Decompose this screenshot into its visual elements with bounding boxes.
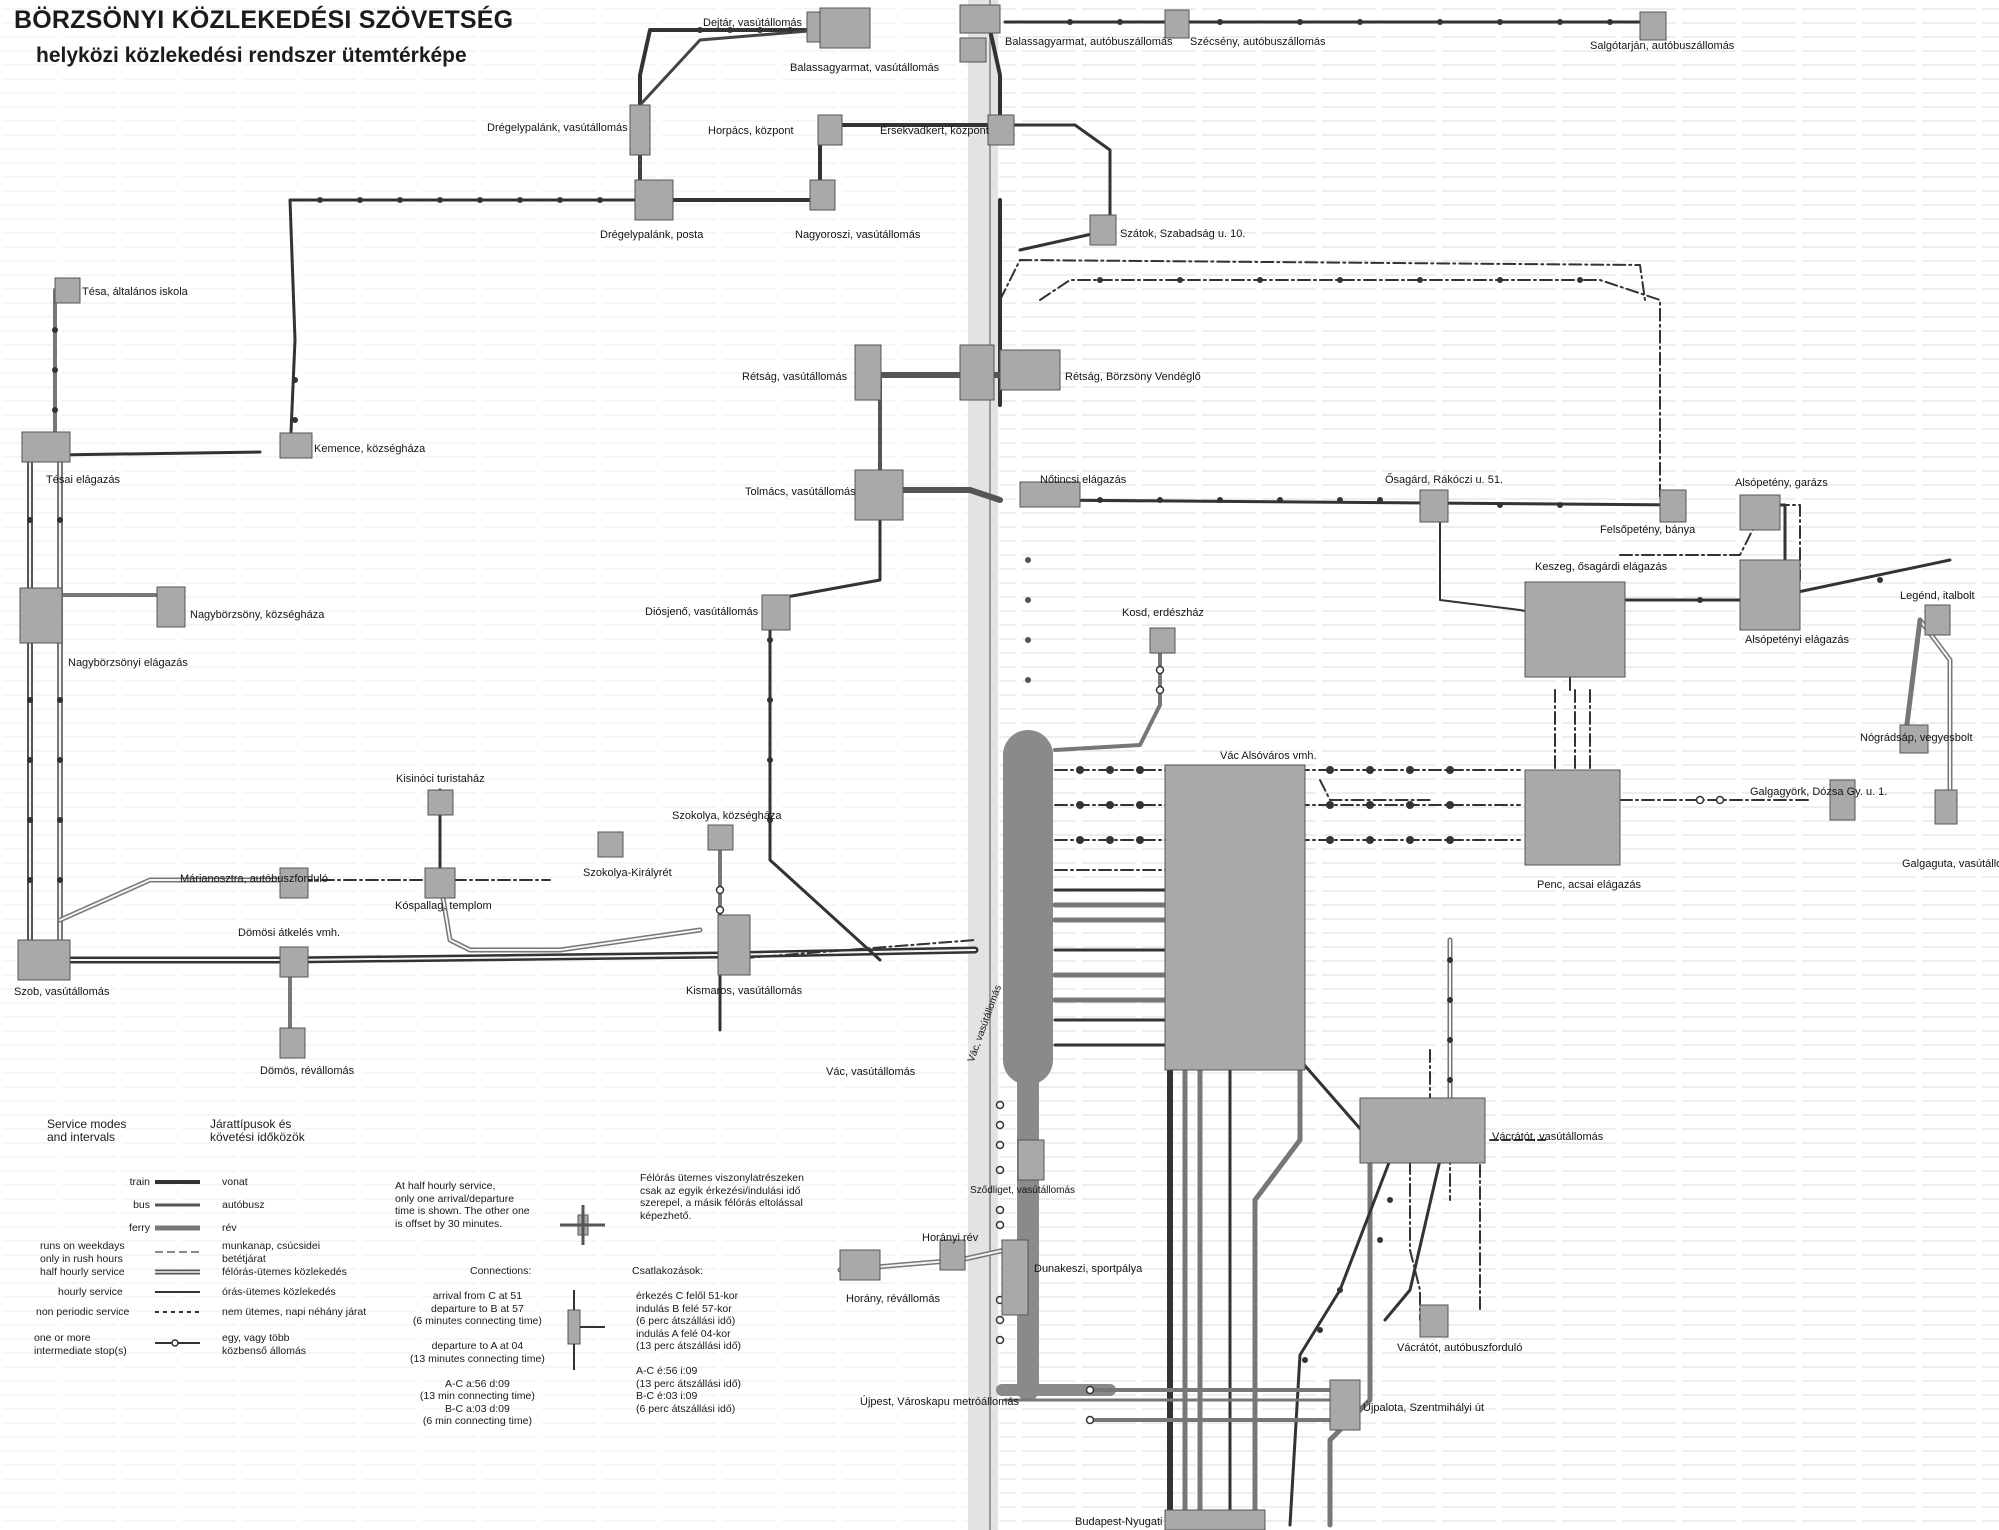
map-title: BÖRZSÖNYI KÖZLEKEDÉSI SZÖVETSÉG	[14, 6, 513, 35]
station-label: Újpalota, Szentmihályi út	[1363, 1402, 1484, 1414]
station-label: Alsópetény, garázs	[1735, 477, 1828, 489]
station-label: Diósjenő, vasútállomás	[645, 606, 758, 618]
station-label: Vác, vasútállomás	[826, 1066, 915, 1078]
legend-row-en: non periodic service	[36, 1306, 129, 1319]
station-label: Penc, acsai elágazás	[1537, 879, 1641, 891]
legend-row-en: half hourly service	[40, 1266, 125, 1279]
legend-row-en: hourly service	[58, 1286, 123, 1299]
station-label: Nagybörzsönyi elágazás	[68, 657, 188, 669]
half-hourly-note-en: At half hourly service, only one arrival…	[395, 1180, 530, 1230]
legend-title-hu: Járattípusok és követési időközök	[210, 1118, 305, 1143]
station-label: Budapest-Nyugati	[1075, 1516, 1162, 1528]
station-label: Szátok, Szabadság u. 10.	[1120, 228, 1245, 240]
station-label: Kismaros, vasútállomás	[686, 985, 802, 997]
legend-row-hu: munkanap, csúcsidei betétjárat	[222, 1240, 320, 1265]
station-label: Ősagárd, Rákóczi u. 51.	[1385, 474, 1503, 486]
station-label: Vácrátót, autóbuszforduló	[1397, 1342, 1522, 1354]
station-label: Vác Alsóváros vmh.	[1220, 750, 1317, 762]
legend-row-en: bus	[100, 1199, 150, 1212]
legend-row-hu: órás-ütemes közlekedés	[222, 1286, 336, 1299]
station-label: Rétság, Börzsöny Vendéglő	[1065, 371, 1201, 383]
station-label: Drégelypalánk, vasútállomás	[487, 122, 628, 134]
legend-row-hu: autóbusz	[222, 1199, 265, 1212]
station-label: Szokolya, községháza	[672, 810, 781, 822]
station-label: Tolmács, vasútállomás	[745, 486, 856, 498]
station-label: Felsőpetény, bánya	[1600, 524, 1695, 536]
station-label: Galgagyörk, Dózsa Gy. u. 1.	[1750, 786, 1887, 798]
station-label: Rétság, vasútállomás	[742, 371, 847, 383]
legend-row-hu: vonat	[222, 1176, 248, 1189]
station-label: Szokolya-Királyrét	[583, 867, 672, 879]
station-label: Márianosztra, autóbuszforduló	[180, 873, 328, 885]
station-label: Tésa, általános iskola	[82, 286, 188, 298]
station-label: Horpács, központ	[708, 125, 794, 137]
legend-row-en: runs on weekdays only in rush hours	[40, 1240, 125, 1265]
station-label: Szob, vasútállomás	[14, 986, 109, 998]
station-label: Galgaguta, vasútállomás	[1902, 858, 1999, 870]
station-label: Dunakeszi, sportpálya	[1034, 1263, 1142, 1275]
station-label: Dejtár, vasútállomás	[703, 17, 802, 29]
station-label: Horány, révállomás	[846, 1293, 940, 1305]
legend-row-en: train	[100, 1176, 150, 1189]
connections-explanation-hu: érkezés C felől 51-kor indulás B felé 57…	[636, 1290, 741, 1415]
legend-row-en: one or more intermediate stop(s)	[34, 1332, 127, 1357]
legend-row-en: ferry	[100, 1222, 150, 1235]
station-label: Nagybörzsöny, községháza	[190, 609, 324, 621]
legend-row-hu: egy, vagy több közbenső állomás	[222, 1332, 306, 1357]
station-label: Drégelypalánk, posta	[600, 229, 703, 241]
station-label: Dömösi átkelés vmh.	[238, 927, 340, 939]
half-hourly-note-hu: Félórás ütemes viszonylatrészeken csak a…	[640, 1172, 804, 1222]
station-label: Dömös, révállomás	[260, 1065, 354, 1077]
station-label: Nagyoroszi, vasútállomás	[795, 229, 920, 241]
connections-title-hu: Csatlakozások:	[632, 1265, 703, 1278]
station-label: Újpest, Városkapu metróállomás	[860, 1396, 1019, 1408]
station-label: Tésai elágazás	[46, 474, 120, 486]
legend-title-en: Service modes and intervals	[47, 1118, 126, 1143]
station-label: Balassagyarmat, autóbuszállomás	[1005, 36, 1173, 48]
station-label: Salgótarján, autóbuszállomás	[1590, 40, 1734, 52]
station-label: Kosd, erdészház	[1122, 607, 1204, 619]
station-label: Nógrádsáp, vegyesbolt	[1860, 732, 1973, 744]
station-label: Alsópetényi elágazás	[1745, 634, 1849, 646]
legend-row-hu: rév	[222, 1222, 237, 1235]
station-label: Balassagyarmat, vasútállomás	[790, 62, 939, 74]
connections-explanation-en: arrival from C at 51 departure to B at 5…	[410, 1290, 545, 1428]
legend-row-hu: félórás-ütemes közlekedés	[222, 1266, 347, 1279]
station-label: Szécsény, autóbuszállomás	[1190, 36, 1326, 48]
connections-title-en: Connections:	[470, 1265, 531, 1278]
legend-row-hu: nem ütemes, napi néhány járat	[222, 1306, 366, 1319]
station-label: Kemence, községháza	[314, 443, 425, 455]
station-label: Vácrátót, vasútállomás	[1492, 1131, 1603, 1143]
station-label: Kóspallag, templom	[395, 900, 492, 912]
station-label: Horányi rév	[922, 1232, 978, 1244]
station-label: Nőtincsi elágazás	[1040, 474, 1126, 486]
station-label: Sződliget, vasútállomás	[970, 1185, 1075, 1196]
station-label: Érsekvadkert, központ	[880, 125, 989, 137]
map-subtitle: helyközi közlekedési rendszer ütemtérkép…	[36, 44, 467, 68]
station-label: Legénd, italbolt	[1900, 590, 1975, 602]
station-label: Keszeg, ősagárdi elágazás	[1535, 561, 1667, 573]
station-label: Kisinóci turistaház	[396, 773, 485, 785]
